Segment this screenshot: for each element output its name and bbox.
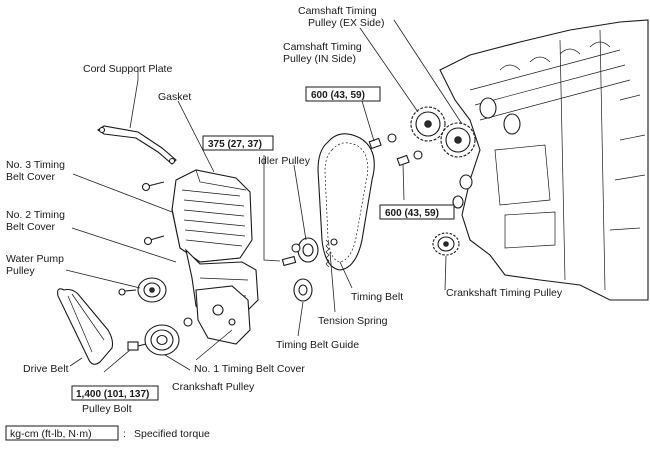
engine-block	[439, 19, 649, 301]
torque-legend: kg-cm (ft-lb, N·m) : Specified torque	[5, 425, 210, 441]
torque-value-pulley-bolt: 1,400 (101, 137)	[76, 389, 149, 400]
drive-belt	[57, 288, 114, 365]
label-crankshaft-timing-pulley: Crankshaft Timing Pulley	[446, 287, 563, 299]
leader-lines	[65, 19, 463, 373]
label-timing-belt-guide: Timing Belt Guide	[276, 339, 359, 351]
torque-box-idler-bolt: 375 (27, 37)	[202, 135, 274, 151]
legend-description: Specified torque	[134, 428, 210, 440]
tension-spring	[325, 238, 338, 268]
cover-bolt-upper	[141, 181, 165, 192]
label-drive-belt: Drive Belt	[23, 363, 69, 375]
legend-units: kg-cm (ft-lb, N·m)	[10, 428, 92, 440]
cover-bolt-lower	[143, 235, 165, 246]
timing-belt	[317, 133, 375, 271]
label-gasket: Gasket	[158, 91, 191, 103]
label-no3-cover-line2: Belt Cover	[6, 171, 56, 183]
label-cam-ex-line2: Pulley (EX Side)	[308, 17, 384, 29]
timing-belt-guide	[293, 278, 313, 302]
label-tension-spring: Tension Spring	[318, 315, 388, 327]
no3-timing-belt-cover	[171, 169, 253, 263]
legend-separator: :	[123, 428, 126, 440]
crankshaft-pulley	[144, 317, 193, 356]
label-no2-cover-line2: Belt Cover	[6, 221, 56, 233]
label-cam-in-line1: Camshaft Timing	[283, 41, 362, 53]
label-no3-cover-line1: No. 3 Timing	[6, 159, 65, 171]
camshaft-bolt-lower	[396, 150, 423, 167]
label-no2-cover-line1: No. 2 Timing	[6, 209, 65, 221]
camshaft-pulley-ex-side	[440, 122, 476, 158]
label-water-pump-line1: Water Pump	[6, 253, 64, 265]
camshaft-pulley-in-side	[410, 106, 446, 142]
torque-box-cam-bolt-lower: 600 (43, 59)	[379, 204, 455, 220]
crankshaft-timing-pulley	[432, 232, 460, 256]
cord-support-plate	[97, 125, 177, 165]
label-pulley-bolt: Pulley Bolt	[82, 403, 132, 415]
pulley-bolt	[127, 341, 147, 351]
label-cam-in-line2: Pulley (IN Side)	[283, 53, 356, 65]
label-idler-pulley: Idler Pulley	[258, 155, 311, 167]
torque-box-pulley-bolt: 1,400 (101, 137)	[71, 385, 159, 401]
torque-value-cam-bolt: 600 (43, 59)	[311, 90, 365, 101]
label-timing-belt: Timing Belt	[351, 291, 403, 303]
label-cord-support-plate: Cord Support Plate	[83, 63, 172, 75]
torque-value-idler-bolt: 375 (27, 37)	[208, 139, 262, 150]
label-crankshaft-pulley: Crankshaft Pulley	[172, 381, 255, 393]
water-pump-pulley	[118, 277, 167, 303]
torque-box-cam-bolt: 600 (43, 59)	[305, 86, 381, 102]
label-cam-ex-line1: Camshaft Timing	[298, 5, 377, 17]
idler-pulley	[281, 237, 319, 267]
torque-value-cam-bolt-lower: 600 (43, 59)	[385, 208, 439, 219]
no1-timing-belt-cover	[195, 285, 251, 345]
camshaft-bolt-upper	[368, 133, 397, 150]
label-water-pump-line2: Pulley	[6, 265, 35, 277]
label-no1-cover: No. 1 Timing Belt Cover	[194, 363, 305, 375]
